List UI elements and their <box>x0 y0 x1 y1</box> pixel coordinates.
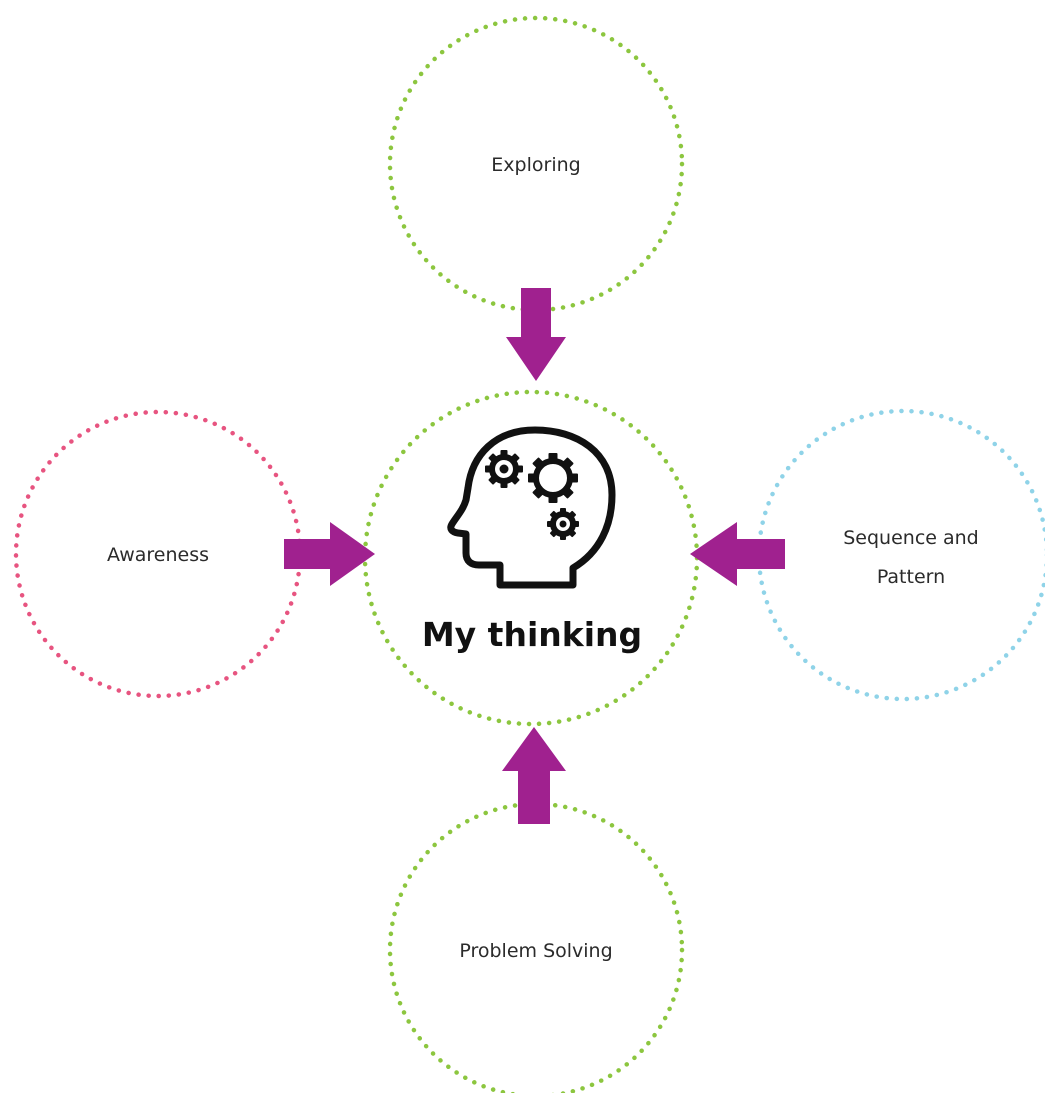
center-label: My thinking <box>422 615 642 654</box>
gear-icon-small-left <box>485 450 523 488</box>
node-sequence-pattern: Sequence and Pattern <box>756 408 1045 702</box>
gear-icon-large <box>528 453 578 503</box>
node-problem-solving: Problem Solving <box>387 801 685 1093</box>
node-awareness-label: Awareness <box>107 544 209 566</box>
arrow-up-icon <box>502 727 566 824</box>
node-awareness: Awareness <box>13 409 303 699</box>
node-exploring-ring <box>387 15 685 313</box>
head-outline <box>447 426 616 589</box>
node-exploring: Exploring <box>387 15 685 313</box>
arrow-left-icon <box>690 522 785 586</box>
node-sequence-pattern-ring <box>756 408 1045 702</box>
head-gears-icon <box>447 426 616 589</box>
arrow-right-icon <box>284 522 375 586</box>
node-my-thinking: My thinking <box>362 389 700 727</box>
arrow-down-icon <box>506 288 566 381</box>
node-sequence-pattern-label-line2: Pattern <box>877 566 945 588</box>
node-problem-solving-label: Problem Solving <box>459 940 612 962</box>
node-sequence-pattern-label-line1: Sequence and <box>843 527 979 549</box>
node-exploring-label: Exploring <box>491 154 580 176</box>
center-ring <box>362 389 700 727</box>
gear-icon-small-bottom <box>547 508 579 540</box>
